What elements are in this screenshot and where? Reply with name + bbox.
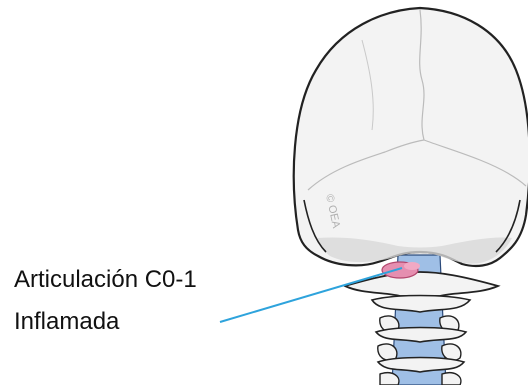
vertebra-c1: [345, 272, 498, 296]
cervical-spine: [345, 255, 498, 385]
skull-outline: [294, 8, 528, 266]
skull: [294, 8, 528, 266]
leader-line: [220, 268, 402, 322]
annotation-label-line-2: Inflamada: [14, 310, 119, 334]
annotation-label-line-1: Articulación C0-1: [14, 268, 197, 292]
